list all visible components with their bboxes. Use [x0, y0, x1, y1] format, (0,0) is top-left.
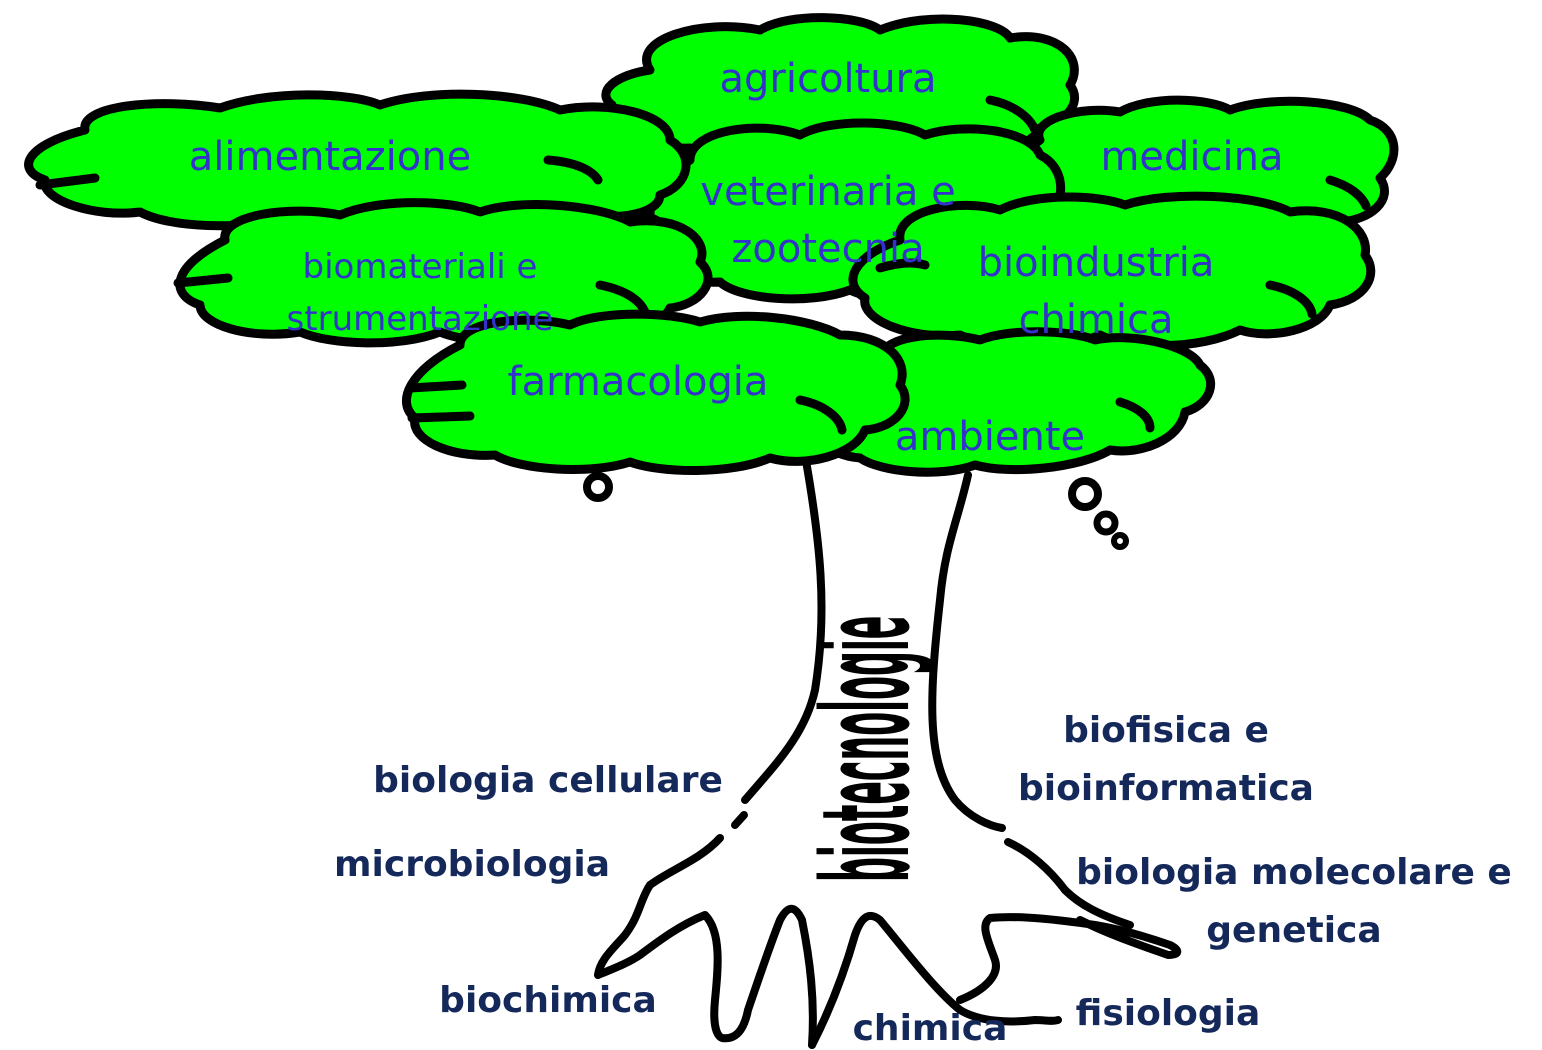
label-biofisica-line1: biofisica e — [1063, 710, 1269, 751]
label-biologia-cellulare: biologia cellulare — [373, 760, 723, 801]
label-bioindustria-line2: chimica — [1018, 297, 1173, 343]
label-biomateriali-line2: strumentazione — [287, 299, 554, 339]
label-alimentazione: alimentazione — [189, 134, 471, 180]
label-farmacologia: farmacologia — [508, 359, 769, 405]
label-agricoltura: agricoltura — [719, 56, 936, 102]
label-veterinaria-line2: zootecnia — [731, 226, 924, 272]
label-biologia-molecolare-line2: genetica — [1206, 910, 1381, 951]
label-chimica: chimica — [853, 1008, 1008, 1049]
label-medicina: medicina — [1100, 134, 1283, 180]
label-biologia-molecolare-line1: biologia molecolare e — [1076, 852, 1512, 893]
label-fisiologia: fisiologia — [1076, 993, 1261, 1034]
label-bioindustria-line1: bioindustria — [978, 240, 1215, 286]
label-biofisica-line2: bioinformatica — [1018, 768, 1314, 809]
trunk-title: biotecnologie — [798, 616, 938, 882]
label-biomateriali-line1: biomateriali e — [303, 247, 538, 287]
label-ambiente: ambiente — [895, 414, 1085, 460]
label-biochimica: biochimica — [439, 980, 657, 1021]
label-veterinaria-line1: veterinaria e — [700, 169, 955, 215]
label-microbiologia: microbiologia — [334, 844, 610, 885]
